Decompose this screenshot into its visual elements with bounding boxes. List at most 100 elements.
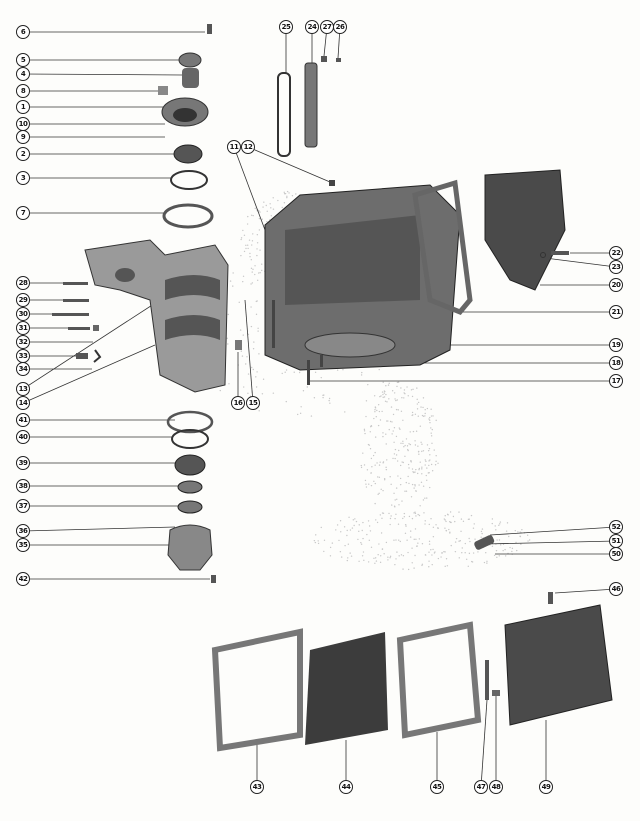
speckle-dot [256, 248, 258, 250]
speckle-dot [382, 381, 384, 384]
speckle-dot [417, 401, 420, 404]
speckle-dot [352, 519, 355, 521]
speckle-dot [428, 523, 430, 526]
speckle-dot [448, 528, 450, 531]
speckle-dot [395, 408, 398, 411]
speckle-dot [240, 350, 243, 352]
speckle-dot [422, 450, 425, 452]
speckle-dot [528, 539, 531, 541]
speckle-dot [336, 369, 339, 371]
speckle-dot [259, 272, 261, 274]
speckle-dot [272, 197, 274, 199]
speckle-dot [410, 496, 413, 498]
leader-line [244, 299, 254, 404]
speckle-dot [250, 306, 252, 308]
speckle-dot [431, 442, 433, 444]
speckle-dot [441, 552, 443, 554]
speckle-dot [263, 201, 265, 203]
speckle-dot [418, 467, 421, 470]
callout-18: 18 [609, 356, 623, 370]
speckle-dot [392, 430, 394, 432]
o-ring-part-3 [170, 170, 208, 190]
speckle-dot [370, 457, 373, 460]
callout-26: 26 [333, 20, 347, 34]
speckle-dot [405, 481, 408, 484]
speckle-dot [349, 529, 352, 531]
speckle-dot [257, 327, 259, 329]
callout-12: 12 [241, 140, 255, 154]
callout-27: 27 [320, 20, 334, 34]
speckle-dot [383, 392, 385, 394]
speckle-dot [467, 565, 469, 568]
speckle-dot [480, 530, 483, 533]
leader-line [489, 526, 617, 536]
callout-49: 49 [539, 780, 553, 794]
speckle-dot [384, 400, 387, 402]
speckle-dot [420, 481, 423, 484]
speckle-dot [465, 558, 468, 561]
speckle-dot [421, 543, 424, 545]
speckle-dot [293, 371, 295, 373]
speckle-dot [382, 432, 384, 434]
speckle-dot [422, 406, 424, 409]
speckle-dot [408, 482, 410, 485]
speckle-dot [496, 539, 498, 541]
speckle-dot [472, 527, 475, 529]
speckle-dot [498, 539, 501, 541]
gasket-part-7 [162, 203, 214, 229]
callout-36: 36 [16, 524, 30, 538]
screw-part-42 [211, 575, 216, 583]
speckle-dot [398, 555, 400, 557]
speckle-dot [450, 544, 452, 547]
speckle-dot [425, 460, 427, 463]
bolt-part-28 [63, 282, 88, 285]
bearing-part-2 [173, 144, 203, 164]
speckle-dot [436, 527, 439, 529]
speckle-dot [344, 411, 346, 413]
speckle-dot [402, 442, 404, 445]
speckle-dot [415, 468, 417, 471]
speckle-dot [430, 549, 432, 551]
speckle-dot [424, 415, 426, 417]
speckle-dot [385, 541, 388, 544]
callout-48: 48 [489, 780, 503, 794]
speckle-dot [411, 547, 413, 549]
speckle-dot [249, 252, 251, 255]
speckle-dot [421, 563, 424, 565]
speckle-dot [238, 301, 240, 304]
speckle-dot [486, 562, 488, 564]
speckle-dot [402, 554, 405, 557]
speckle-dot [395, 539, 397, 541]
speckle-dot [430, 415, 433, 417]
speckle-dot [243, 234, 246, 237]
gasket-part-21 [412, 179, 473, 315]
speckle-dot [317, 540, 319, 542]
speckle-dot [366, 533, 368, 536]
speckle-dot [403, 512, 406, 515]
speckle-dot [392, 457, 394, 460]
speckle-dot [368, 525, 371, 527]
speckle-dot [385, 468, 388, 471]
speckle-dot [245, 244, 247, 247]
speckle-dot [421, 468, 423, 470]
speckle-dot [364, 479, 367, 482]
speckle-dot [246, 223, 249, 225]
speckle-dot [426, 444, 429, 446]
speckle-dot [283, 191, 285, 193]
reed-block-part-24 [304, 62, 318, 148]
callout-42: 42 [16, 572, 30, 586]
speckle-dot [251, 240, 254, 242]
speckle-dot [374, 557, 377, 559]
speckle-dot [402, 461, 404, 464]
speckle-dot [353, 524, 355, 527]
speckle-dot [395, 399, 397, 402]
speckle-dot [424, 520, 426, 522]
part-12 [329, 180, 335, 186]
speckle-dot [245, 247, 247, 250]
speckle-dot [398, 539, 400, 541]
callout-15: 15 [246, 396, 260, 410]
speckle-dot [306, 386, 309, 388]
speckle-dot [256, 300, 258, 302]
bolt-part-30 [52, 313, 89, 316]
